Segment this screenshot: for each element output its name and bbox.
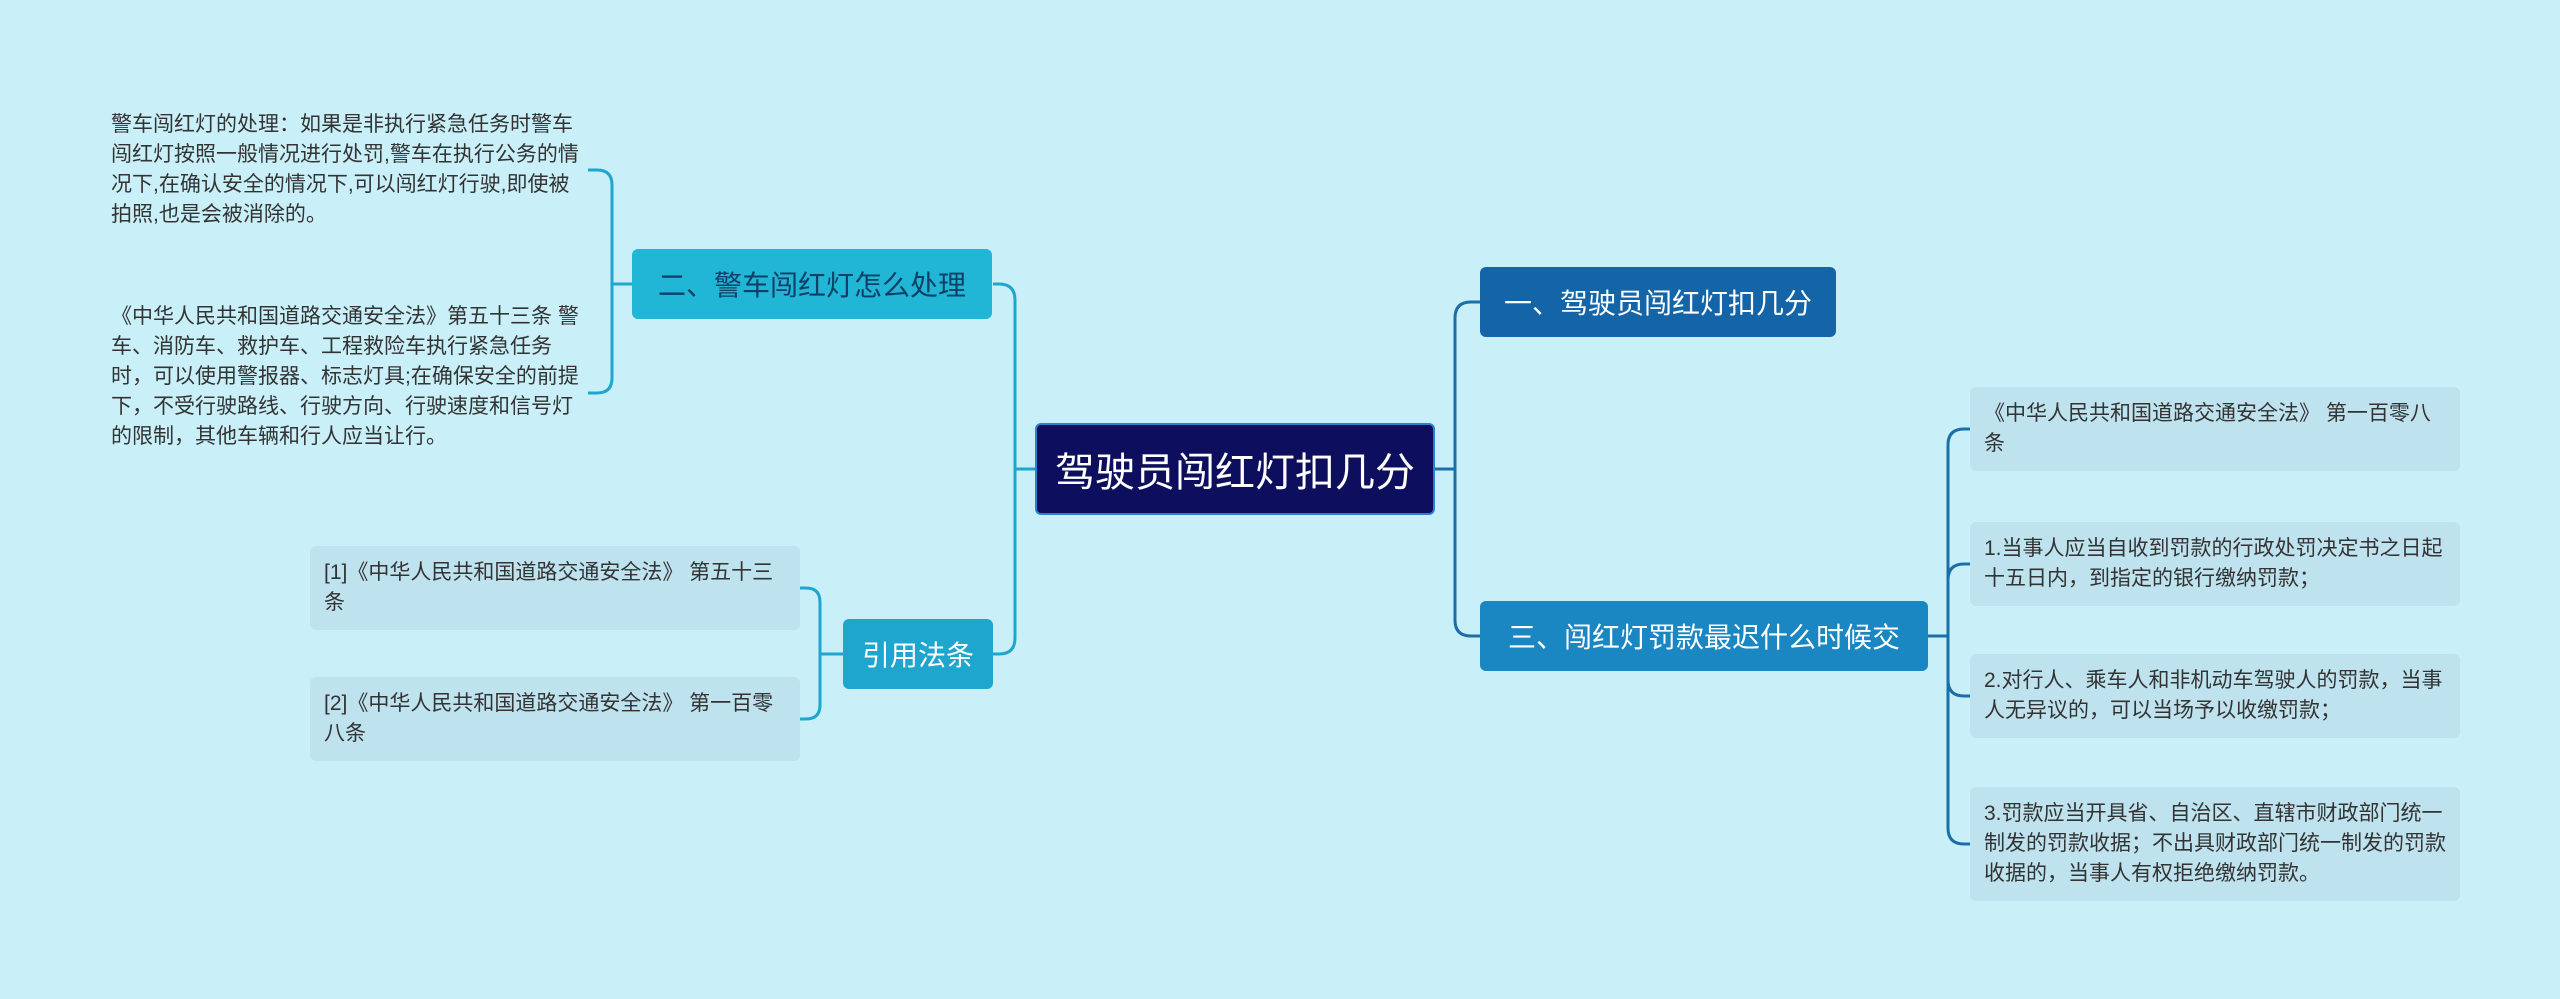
ref-article-108[interactable]: [2]《中华人民共和国道路交通安全法》 第一百零八条 bbox=[310, 677, 800, 761]
leaf-rule-2[interactable]: 2.对行人、乘车人和非机动车驾驶人的罚款，当事人无异议的，可以当场予以收缴罚款； bbox=[1970, 654, 2460, 738]
connector-b2-notes bbox=[588, 168, 632, 286]
connector-b3-c4 bbox=[1946, 636, 1970, 846]
connector-refs-r2 bbox=[800, 654, 822, 721]
connector-root-b1 bbox=[1435, 300, 1480, 471]
branch-cited-laws[interactable]: 引用法条 bbox=[843, 619, 993, 689]
leaf-article-108[interactable]: 《中华人民共和国道路交通安全法》 第一百零八条 bbox=[1970, 387, 2460, 471]
connector-root-refs bbox=[993, 469, 1017, 656]
ref-article-53[interactable]: [1]《中华人民共和国道路交通安全法》 第五十三条 bbox=[310, 546, 800, 630]
root-topic[interactable]: 驾驶员闯红灯扣几分 bbox=[1035, 423, 1435, 515]
connector-b3-c1 bbox=[1946, 427, 1970, 636]
connector-refs-leaves bbox=[800, 586, 843, 656]
connector-b2-note2 bbox=[588, 284, 614, 395]
connector-b3-c2 bbox=[1946, 562, 1970, 581]
note-law-article-53: 《中华人民共和国道路交通安全法》第五十三条 警车、消防车、救护车、工程救险车执行… bbox=[111, 305, 579, 448]
leaf-rule-1[interactable]: 1.当事人应当自收到罚款的行政处罚决定书之日起十五日内，到指定的银行缴纳罚款； bbox=[1970, 522, 2460, 606]
connector-root-b3 bbox=[1453, 469, 1480, 638]
leaf-rule-3[interactable]: 3.罚款应当开具省、自治区、直辖市财政部门统一制发的罚款收据；不出具财政部门统一… bbox=[1970, 787, 2460, 901]
branch-fine-deadline[interactable]: 三、闯红灯罚款最迟什么时候交 bbox=[1480, 601, 1928, 671]
connector-root-b2 bbox=[993, 282, 1035, 471]
connector-b3-c3 bbox=[1946, 636, 1970, 698]
branch-police-car[interactable]: 二、警车闯红灯怎么处理 bbox=[632, 249, 992, 319]
note-police-handling: 警车闯红灯的处理：如果是非执行紧急任务时警车闯红灯按照一般情况进行处罚,警车在执… bbox=[111, 113, 579, 226]
branch-demerit-points[interactable]: 一、驾驶员闯红灯扣几分 bbox=[1480, 267, 1836, 337]
